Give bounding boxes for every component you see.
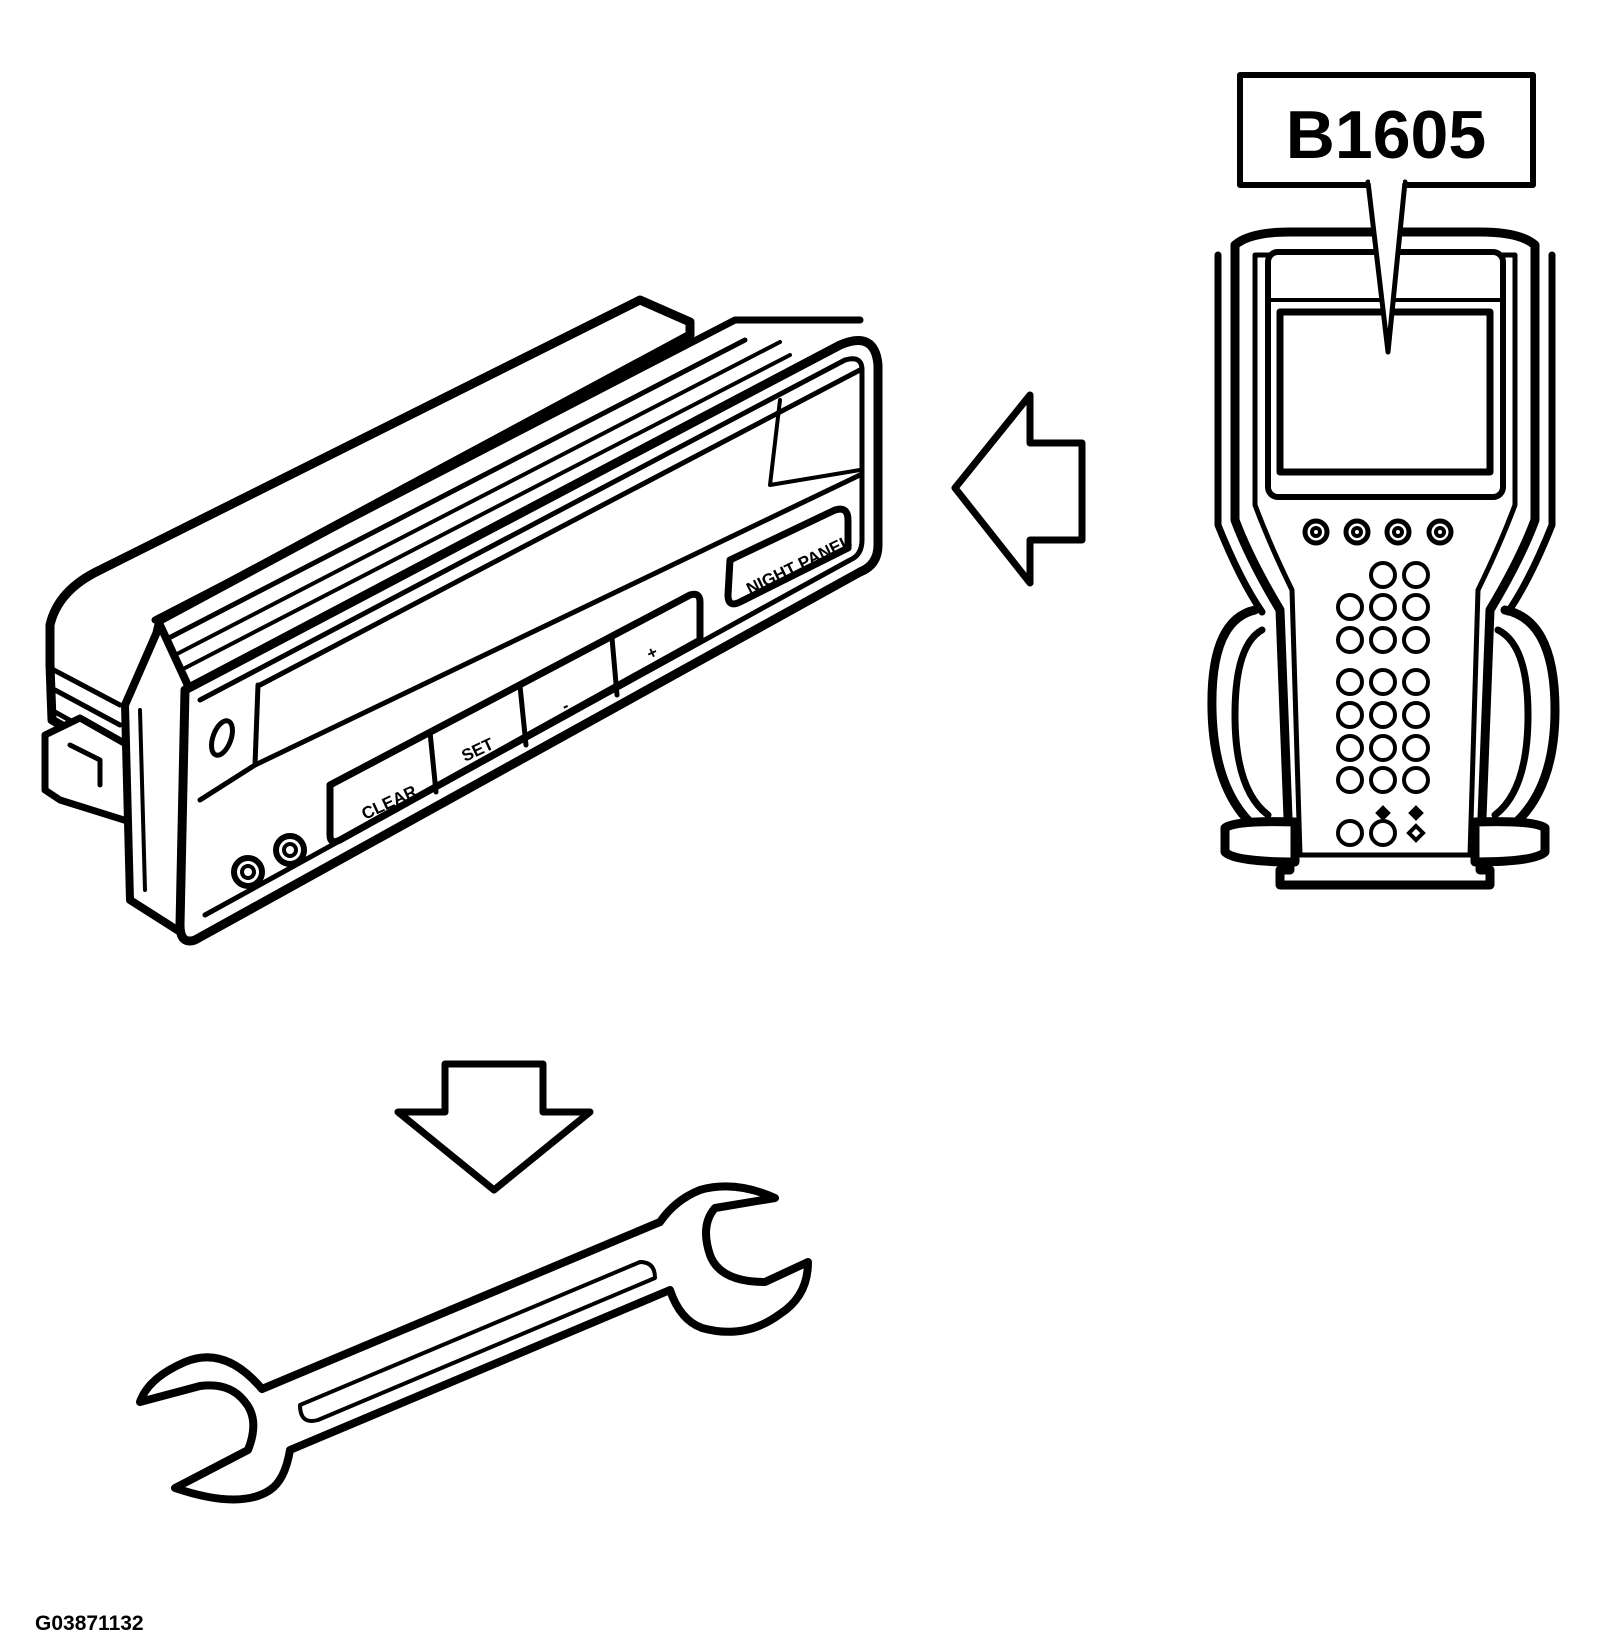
dtc-callout: B1605	[1237, 72, 1536, 355]
instrument-control-module-icon: CLEAR SET - + NIGHT PANEL	[41, 295, 883, 946]
scan-tool-function-keys	[1302, 518, 1454, 546]
arrow-down-icon	[394, 1060, 594, 1194]
wrench-icon	[136, 1182, 812, 1504]
figure-id-label: G03871132	[35, 1612, 144, 1635]
scan-tool-keypad	[1336, 561, 1430, 847]
arrow-left-icon	[951, 391, 1086, 587]
dtc-code-text: B1605	[1286, 97, 1486, 173]
